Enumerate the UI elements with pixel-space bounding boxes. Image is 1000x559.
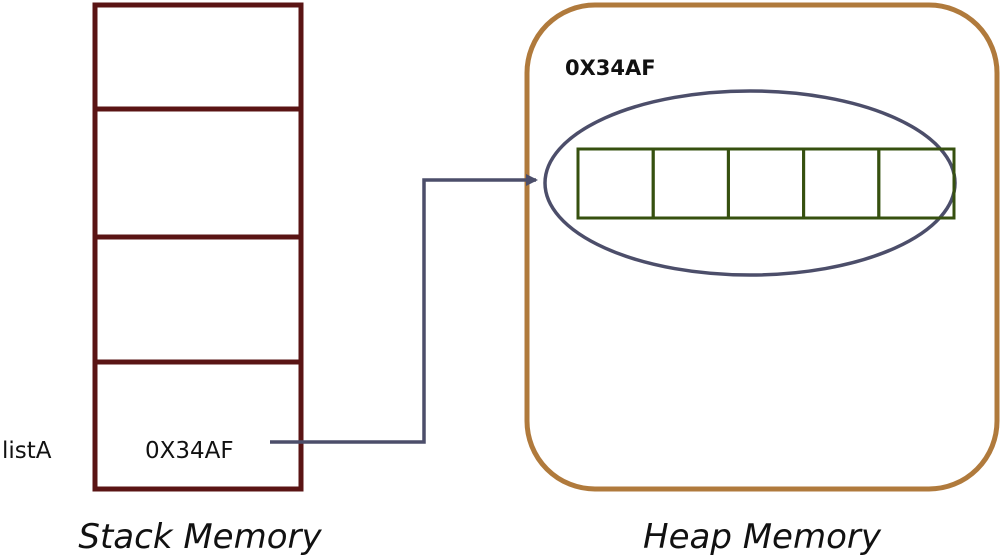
array-cell xyxy=(576,147,655,220)
heap-memory: 0X34AF xyxy=(524,2,1000,492)
stack-variable-name: listA xyxy=(2,438,52,464)
array-cell xyxy=(802,147,881,220)
stack-memory-caption: Stack Memory xyxy=(78,517,322,557)
heap-object-ellipse xyxy=(543,89,957,277)
heap-array xyxy=(576,147,956,220)
reference-arrow xyxy=(270,174,538,444)
stack-frame xyxy=(92,2,304,492)
array-cell xyxy=(877,147,956,220)
heap-memory-caption: Heap Memory xyxy=(643,517,882,557)
heap-frame xyxy=(524,2,1000,492)
stack-variable-value: 0X34AF xyxy=(145,438,234,464)
stack-memory: listA 0X34AF xyxy=(2,2,304,492)
heap-address-label: 0X34AF xyxy=(565,56,656,80)
array-cell xyxy=(726,147,806,220)
array-cell xyxy=(651,147,730,220)
